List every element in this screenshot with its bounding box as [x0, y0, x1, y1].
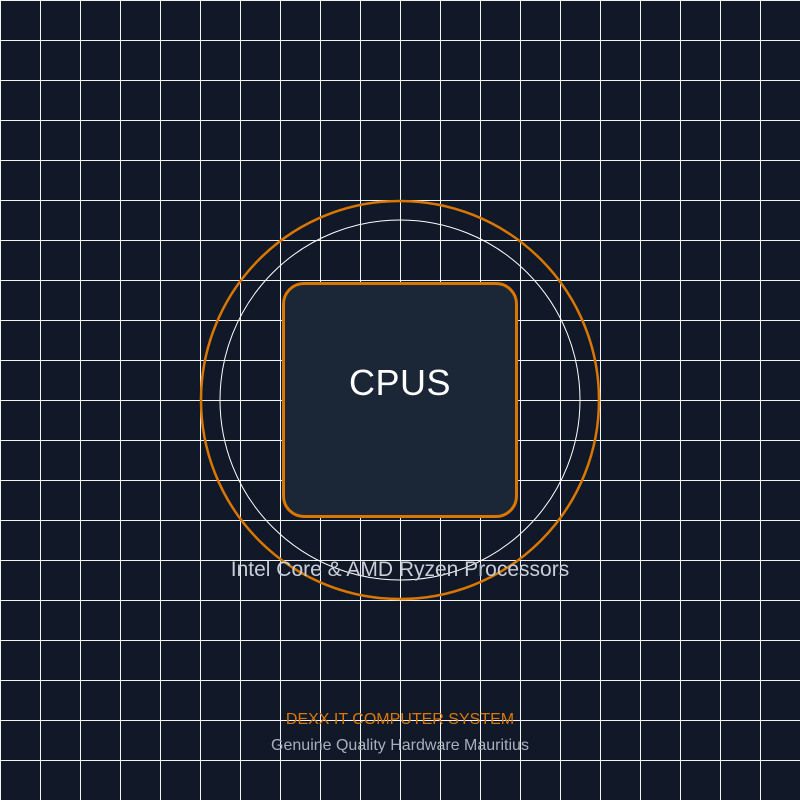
inner-white-ring: [219, 219, 581, 581]
processor-subtitle: Intel Core & AMD Ryzen Processors: [230, 558, 570, 581]
outer-orange-ring: [199, 199, 601, 601]
brand-name: DEXX IT COMPUTER SYSTEM: [285, 711, 515, 728]
cpu-chip-tile: CPUS: [282, 282, 518, 518]
chip-label: CPUS: [348, 362, 452, 403]
brand-tagline: Genuine Quality Hardware Mauritius: [271, 737, 529, 754]
